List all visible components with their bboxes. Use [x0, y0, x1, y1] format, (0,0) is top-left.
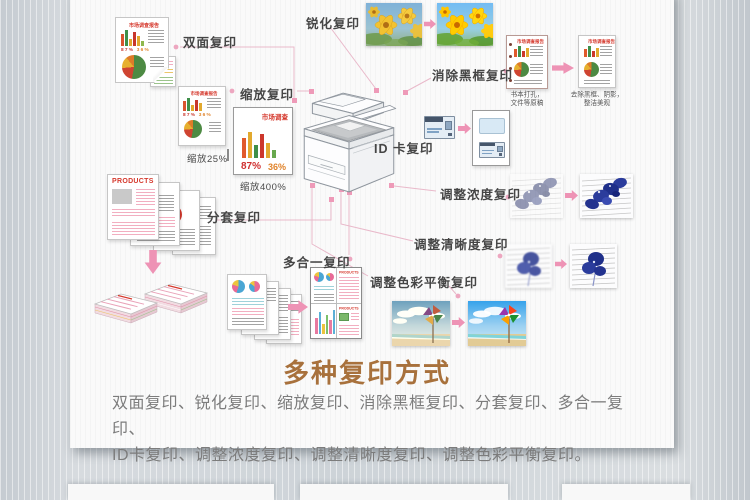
photo-clarity-after	[570, 244, 617, 288]
mini-pie-chart	[232, 280, 245, 293]
collated-copy-stacks	[93, 283, 209, 324]
bottom-card-right	[562, 484, 690, 500]
mini-pie-chart	[314, 272, 324, 282]
arrow-right-icon	[458, 123, 471, 134]
doc-nin1-composite: PRODUCTS PRODUCTS	[310, 267, 362, 339]
label-sharpen-copy: 锐化复印	[306, 17, 361, 31]
mini-bar-chart	[584, 46, 599, 57]
mini-bar-chart	[183, 98, 202, 111]
doc-id-card-copy	[472, 110, 510, 166]
id-card	[424, 116, 455, 139]
caption-scale-400: 缩放400%	[240, 182, 287, 193]
photo-clarity-before	[505, 244, 552, 288]
arrow-right-icon	[565, 190, 578, 201]
photo-beach-before	[392, 301, 450, 346]
label-erase-frame-copy: 消除黑框复印	[432, 69, 514, 83]
id-card-front-copy	[479, 118, 505, 134]
arrow-right-icon	[452, 317, 465, 328]
image-placeholder	[339, 313, 349, 321]
photo-beach-after	[468, 301, 526, 346]
label-color-balance-copy: 调整色彩平衡复印	[370, 276, 479, 290]
label-scale-copy: 缩放复印	[240, 88, 295, 102]
label-density-copy: 调整浓度复印	[440, 188, 522, 202]
doc-erase-after: 市场调查报告	[578, 35, 616, 88]
doc-scale-small: 市场调查报告 87% 36%	[178, 86, 226, 146]
label-n-in-one-copy: 多合一复印	[283, 256, 351, 270]
mini-bar-chart	[121, 30, 144, 46]
section-title: 多种复印方式	[283, 358, 452, 388]
mini-pie-chart	[326, 273, 334, 281]
photo-flowers-before	[366, 3, 422, 46]
doc-collate-sheet1: PRODUCTS	[107, 174, 159, 240]
mini-pie-chart	[584, 62, 599, 77]
label-collate-copy: 分套复印	[207, 211, 262, 225]
doc-duplex-original: 市场调查报告 87% 36%	[115, 17, 169, 83]
mini-pie-chart	[249, 281, 260, 292]
doc-nin1-sheet1	[227, 274, 267, 330]
arrow-right-icon	[552, 62, 574, 74]
image-placeholder	[112, 189, 132, 204]
mini-bar-chart	[514, 46, 529, 57]
description-line-1: 双面复印、锐化复印、缩放复印、消除黑框复印、分套复印、多合一复印、	[112, 395, 624, 438]
bottom-card-left	[68, 484, 274, 500]
label-clarity-copy: 调整清晰度复印	[414, 238, 509, 252]
label-id-card-copy: ID 卡复印	[374, 142, 434, 156]
mini-bar-chart	[242, 130, 276, 158]
bottom-card-middle	[300, 484, 508, 500]
section-description: 双面复印、锐化复印、缩放复印、消除黑框复印、分套复印、多合一复印、 ID卡复印、…	[112, 391, 640, 469]
caption-erase-before: 书本打孔，文件等原稿	[510, 91, 544, 107]
mini-pie-chart	[122, 55, 146, 79]
arrow-right-icon	[555, 258, 567, 270]
label-duplex-copy: 双面复印	[183, 36, 238, 50]
arrow-right-icon	[424, 18, 436, 30]
mini-bar-chart	[315, 308, 335, 334]
mini-pie-chart	[184, 120, 202, 138]
caption-scale-25: 缩放25%	[187, 154, 228, 165]
mini-pie-chart	[514, 62, 529, 77]
description-line-2: ID卡复印、调整浓度复印、调整清晰度复印、调整色彩平衡复印。	[112, 447, 592, 464]
id-card-back-copy	[479, 142, 505, 158]
scale-caption-divider	[227, 149, 229, 161]
photo-flowers-after	[437, 3, 493, 46]
photo-density-after	[580, 174, 633, 218]
caption-erase-after: 去除黑框、阴影，整洁美观	[570, 91, 624, 107]
doc-scale-large: 市场调查 87% 36%	[233, 107, 293, 175]
